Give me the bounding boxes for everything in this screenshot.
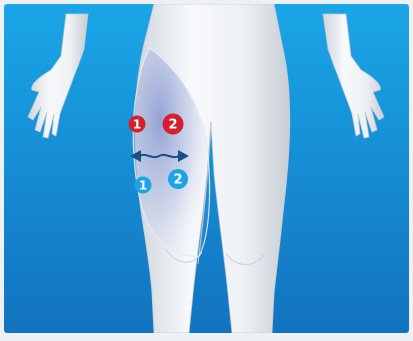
- illustration-panel: 1 2 1 2: [4, 4, 409, 333]
- red-marker-2: 2: [163, 114, 184, 135]
- blue-marker-2: 2: [168, 169, 188, 189]
- blue-marker-1: 1: [135, 177, 152, 194]
- red-marker-1-label: 1: [133, 118, 141, 132]
- blue-marker-2-label: 2: [173, 173, 182, 188]
- red-marker-1: 1: [129, 116, 146, 133]
- red-marker-2-label: 2: [168, 118, 177, 133]
- blue-marker-1-label: 1: [139, 179, 147, 193]
- thigh-injection-illustration: 1 2 1 2: [4, 4, 409, 333]
